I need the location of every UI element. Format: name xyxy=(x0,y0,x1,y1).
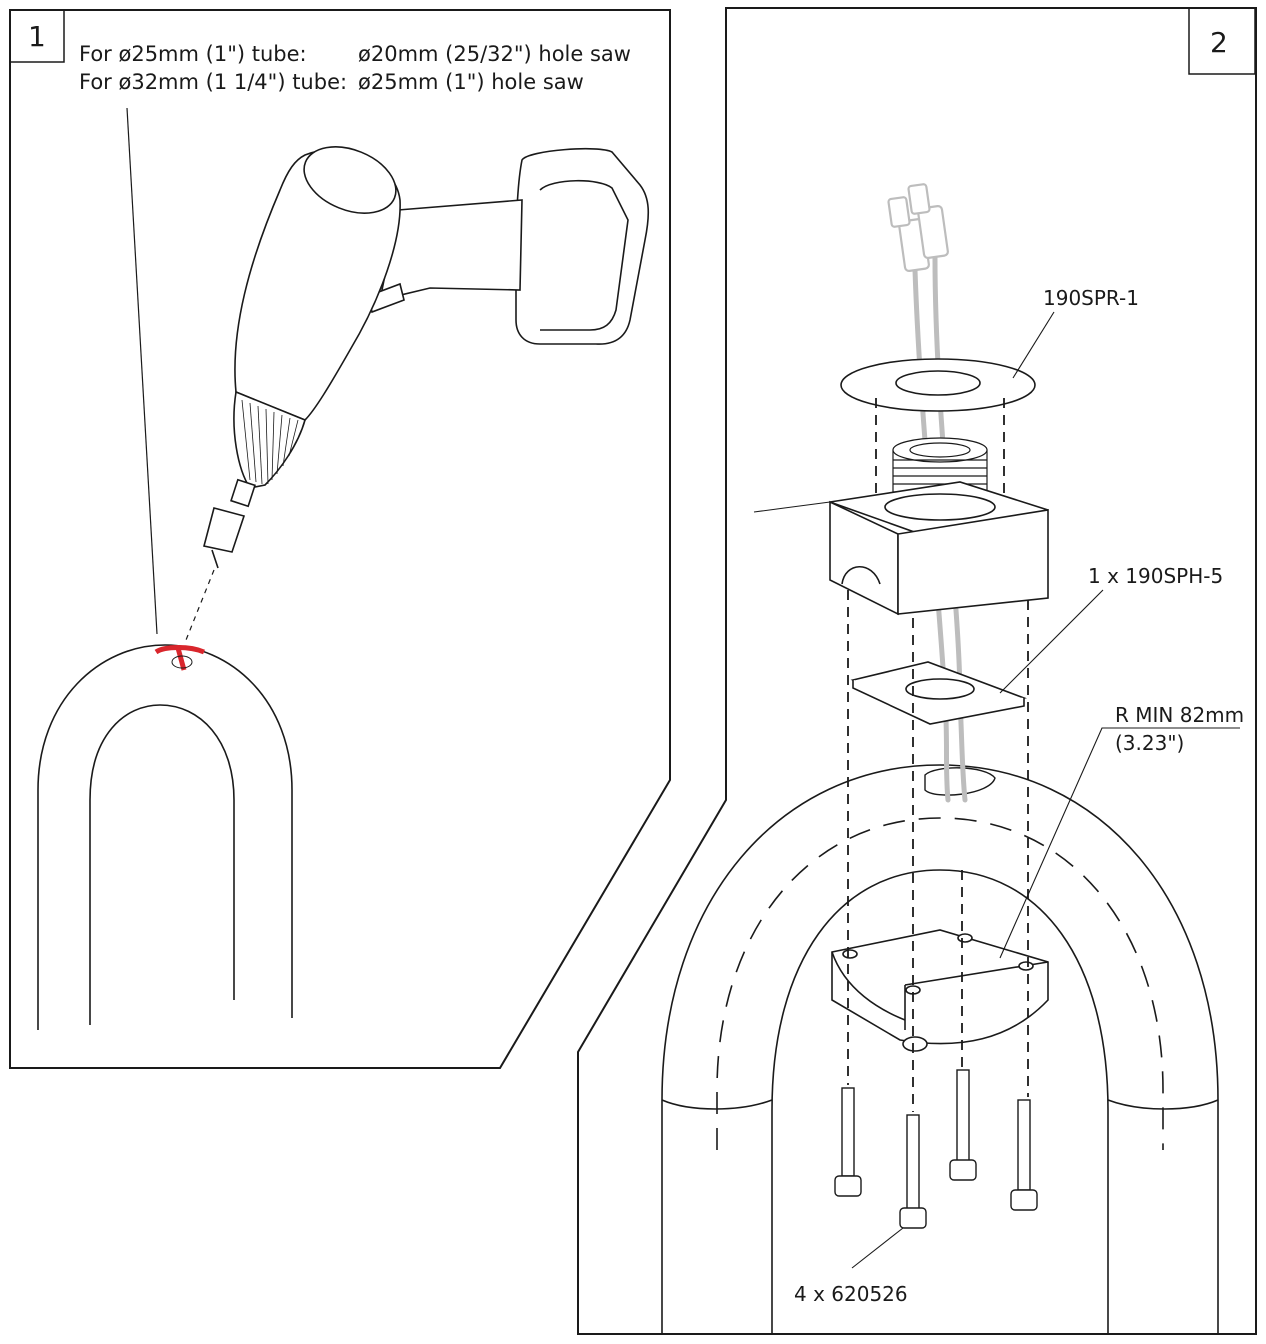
drill-axis-line xyxy=(185,569,215,641)
part-washer-label: 190SPR-1 xyxy=(1043,286,1139,310)
housing-block xyxy=(829,481,1049,616)
screw-3 xyxy=(949,1069,977,1181)
drill-illustration xyxy=(203,146,650,569)
screw-2 xyxy=(899,1114,927,1229)
radius-min-label: R MIN 82mm xyxy=(1115,703,1244,727)
part-plate-label: 1 x 190SPH-5 xyxy=(1088,564,1223,588)
tube-32-saw: ø25mm (1") hole saw xyxy=(358,70,584,94)
step-2-box xyxy=(1188,7,1256,75)
drill-handle xyxy=(378,199,523,302)
hole-leader-line xyxy=(126,107,158,635)
plate-190sph-5 xyxy=(850,661,1027,725)
screw-4 xyxy=(1010,1099,1038,1211)
panel-2: 2 xyxy=(577,7,1257,1335)
tube-bend-panel-1 xyxy=(37,644,293,1030)
tube-32-label: For ø32mm (1 1/4") tube: xyxy=(79,70,347,94)
panel-2-frame xyxy=(577,7,1257,1335)
screws-label: 4 x 620526 xyxy=(794,1282,908,1306)
step-1-number: 1 xyxy=(28,20,46,53)
screws-620526 xyxy=(834,1069,1038,1229)
radius-min-imperial-label: (3.23") xyxy=(1115,731,1184,755)
hole-saw xyxy=(203,507,246,553)
alignment-lines xyxy=(847,398,1029,1112)
screw-1 xyxy=(834,1087,862,1197)
cable-connectors xyxy=(887,183,949,273)
drill-hole-marker xyxy=(154,645,205,671)
step-1-box xyxy=(9,9,65,63)
panel-1: 1 For ø25mm (1") tube: ø20mm (25/32") ho… xyxy=(9,9,671,1069)
tube-bend-panel-2 xyxy=(661,764,1219,1334)
tube-25-label: For ø25mm (1") tube: xyxy=(79,42,307,66)
step-2-number: 2 xyxy=(1210,26,1228,59)
tube-hole xyxy=(924,767,996,796)
panel-1-frame xyxy=(9,9,671,1069)
saddle-clamp xyxy=(831,929,1049,1052)
washer-190spr-1 xyxy=(840,358,1036,412)
callout-leaders xyxy=(851,311,1240,1269)
tube-25-saw: ø20mm (25/32") hole saw xyxy=(358,42,631,66)
drill-battery xyxy=(515,147,650,345)
